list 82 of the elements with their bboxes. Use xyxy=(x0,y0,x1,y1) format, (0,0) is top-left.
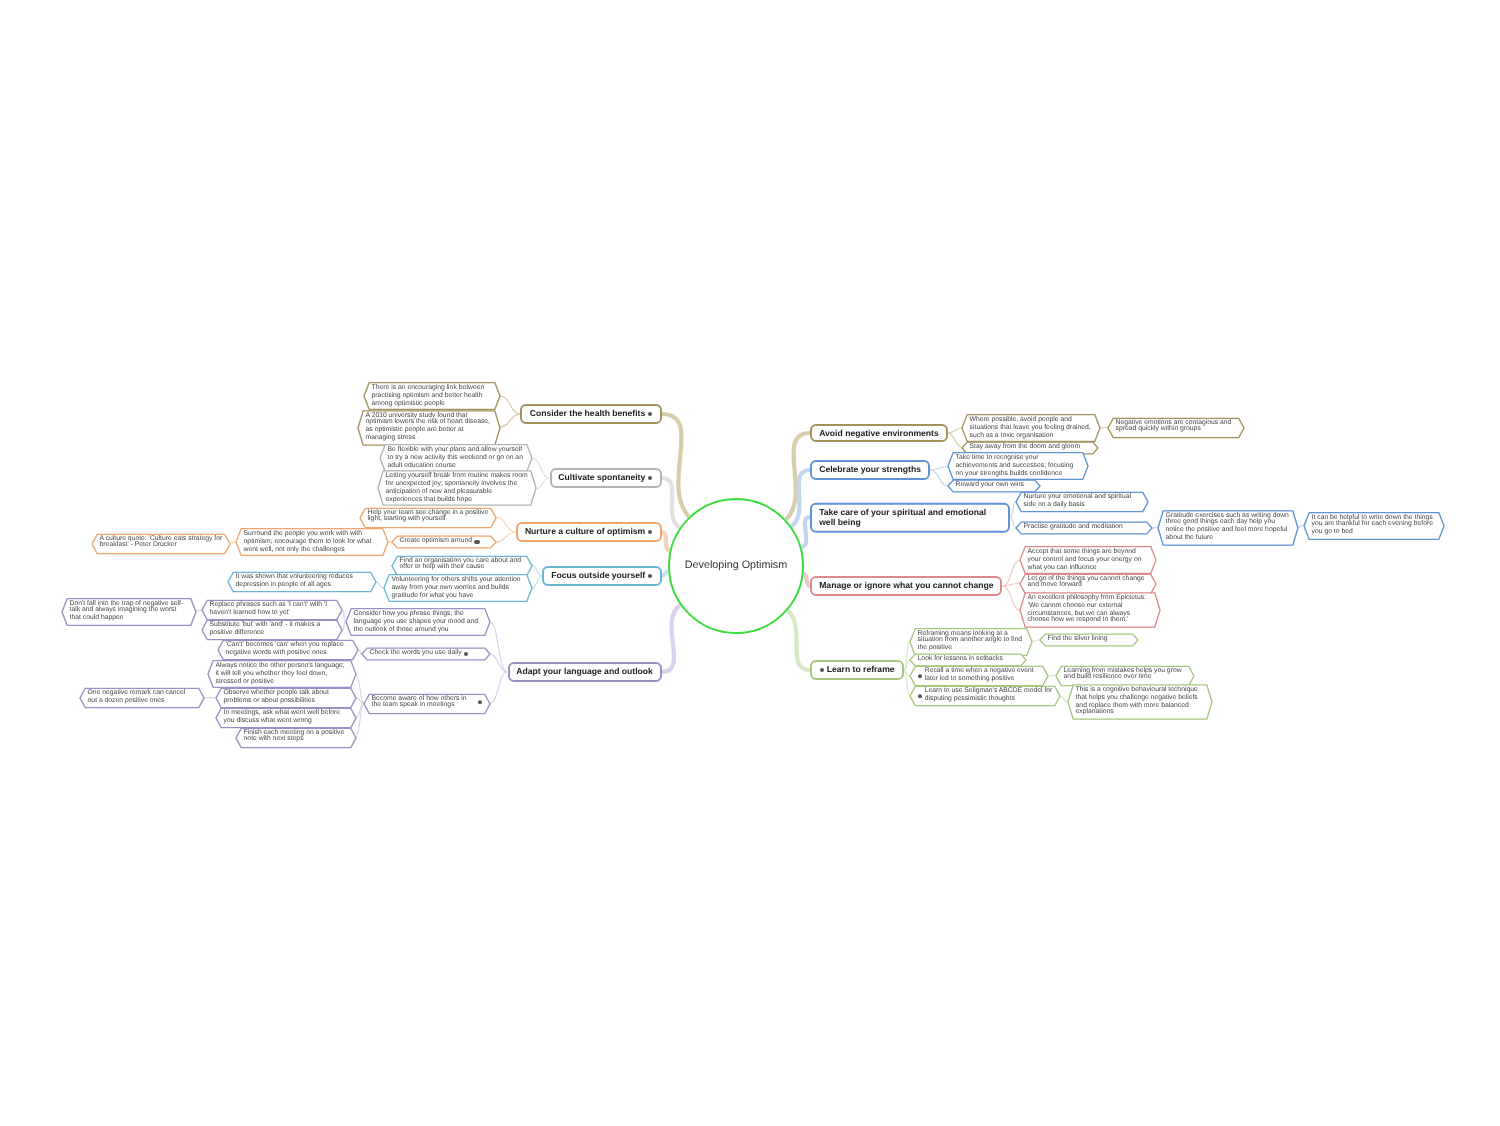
main-topic-box xyxy=(810,660,904,680)
subtopic-hexagon xyxy=(392,536,496,548)
subtopic-hexagon xyxy=(202,600,342,620)
main-topic-box xyxy=(507,662,662,682)
main-topic-box xyxy=(515,522,662,542)
main-topic-box xyxy=(810,576,1003,596)
connector-line xyxy=(489,653,508,673)
connector-line xyxy=(1031,639,1041,642)
connector-line xyxy=(903,669,911,677)
subtopic-hexagon xyxy=(1056,665,1194,685)
branch-line xyxy=(785,608,811,673)
connector-line xyxy=(1047,674,1057,677)
subtopic-hexagon xyxy=(218,640,358,660)
connector-line xyxy=(1099,426,1109,429)
branch-line xyxy=(789,467,811,528)
connector-line xyxy=(499,395,522,415)
branch-line xyxy=(784,430,811,521)
subtopic-hexagon xyxy=(92,533,230,553)
branch-line xyxy=(661,475,682,530)
subtopic-hexagon xyxy=(364,693,490,713)
connector-line xyxy=(355,702,365,738)
connector-line xyxy=(489,621,508,673)
main-topic-box xyxy=(810,501,1010,533)
subtopic-hexagon xyxy=(1158,509,1298,545)
connector-line xyxy=(1002,559,1021,587)
connector-line xyxy=(1002,585,1021,611)
subtopic-hexagon xyxy=(910,666,1048,686)
connector-line xyxy=(495,531,517,543)
subtopic-hexagon xyxy=(910,686,1060,706)
subtopic-hexagon xyxy=(364,382,500,410)
subtopic-hexagon xyxy=(1068,685,1212,720)
branch-line xyxy=(661,569,670,578)
subtopic-hexagon xyxy=(1016,522,1152,534)
connector-line xyxy=(531,457,550,479)
connector-line xyxy=(495,516,517,533)
central-topic-circle xyxy=(668,498,804,634)
branch-line xyxy=(800,514,811,550)
subtopic-hexagon xyxy=(236,727,356,747)
branch-line xyxy=(802,572,811,588)
main-topic-box xyxy=(810,423,948,443)
connector-line xyxy=(355,697,365,704)
subtopic-hexagon xyxy=(62,597,196,625)
subtopic-hexagon xyxy=(1020,573,1156,593)
subtopic-hexagon xyxy=(1108,417,1244,437)
subtopic-hexagon xyxy=(1020,593,1160,628)
main-topic-box xyxy=(541,566,662,586)
connector-line xyxy=(531,575,543,589)
connector-line xyxy=(929,469,949,487)
connector-line xyxy=(1009,501,1017,518)
subtopic-hexagon xyxy=(384,575,532,602)
connector-line xyxy=(929,466,949,471)
subtopic-hexagon xyxy=(80,688,204,708)
connector-line xyxy=(355,673,365,704)
main-topic-box xyxy=(810,460,931,480)
branch-line xyxy=(661,603,682,675)
connector-line xyxy=(535,477,550,490)
subtopic-hexagon xyxy=(392,555,532,575)
subtopic-hexagon xyxy=(1040,634,1138,646)
subtopic-hexagon xyxy=(358,409,500,445)
subtopic-hexagon xyxy=(228,572,376,592)
main-topic-box xyxy=(549,468,662,488)
subtopic-hexagon xyxy=(346,608,490,636)
subtopic-hexagon xyxy=(1304,511,1444,539)
connector-line xyxy=(1151,526,1159,529)
connector-line xyxy=(499,413,522,428)
connector-line xyxy=(947,432,963,448)
connector-line xyxy=(903,640,911,671)
connector-line xyxy=(341,609,347,623)
subtopic-hexagon xyxy=(202,620,342,640)
subtopic-hexagon xyxy=(208,661,356,688)
subtopic-hexagon xyxy=(1020,546,1156,574)
connector-line xyxy=(357,649,363,655)
subtopic-hexagon xyxy=(362,648,490,660)
subtopic-hexagon xyxy=(378,471,536,506)
subtopic-hexagon xyxy=(216,707,356,728)
connector-line xyxy=(489,671,508,704)
branch-line xyxy=(661,530,671,553)
main-topic-box xyxy=(520,404,662,424)
subtopic-hexagon xyxy=(380,444,532,472)
connector-line xyxy=(903,669,911,697)
subtopic-hexagon xyxy=(216,688,356,708)
connector-line xyxy=(341,621,347,631)
